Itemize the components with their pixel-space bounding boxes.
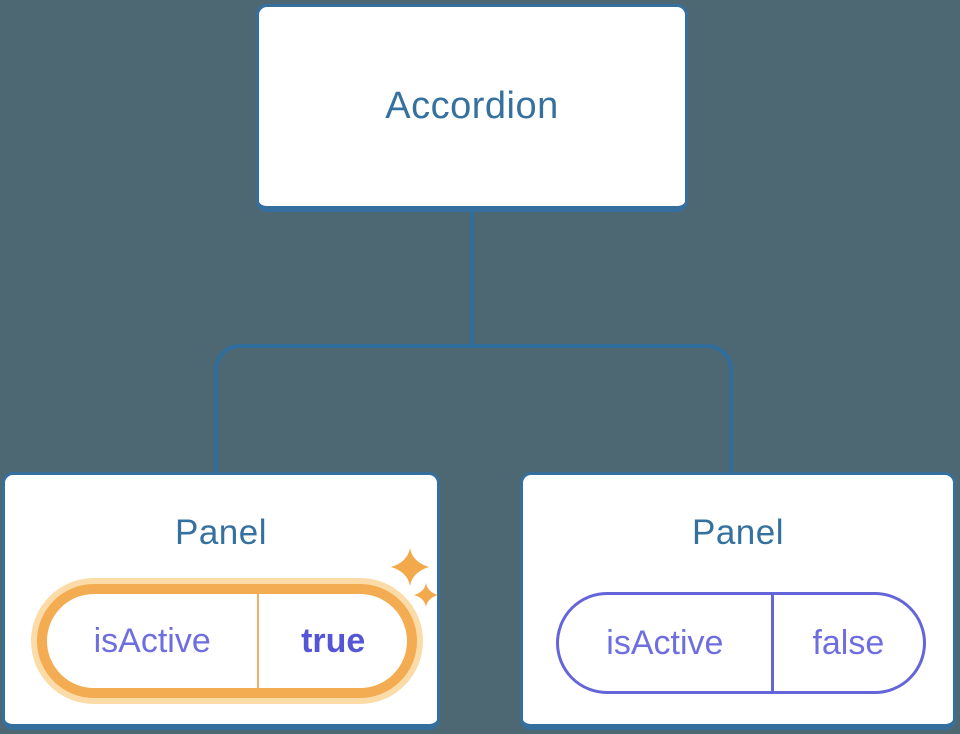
prop-value-inactive: false: [812, 623, 885, 662]
prop-name-active: isActive: [47, 594, 260, 688]
prop-pill-active: isActive true: [31, 578, 423, 704]
prop-pill-active-inner: isActive true: [37, 584, 417, 698]
sparkles-icon: [391, 548, 438, 607]
panel-node-active: Panel isActive true: [2, 472, 440, 730]
panel-node-active-label: Panel: [174, 513, 268, 552]
connector-branch-bracket: [214, 344, 733, 472]
prop-value-active: true: [301, 621, 366, 660]
accordion-node: Accordion: [256, 4, 688, 212]
prop-pill-inactive: isActive false: [556, 592, 926, 694]
prop-name-inactive: isActive: [559, 595, 774, 691]
connector-root-stem: [470, 210, 474, 347]
panel-node-inactive-label: Panel: [691, 513, 785, 552]
panel-node-inactive: Panel isActive false: [520, 472, 956, 730]
accordion-node-label: Accordion: [385, 85, 559, 127]
